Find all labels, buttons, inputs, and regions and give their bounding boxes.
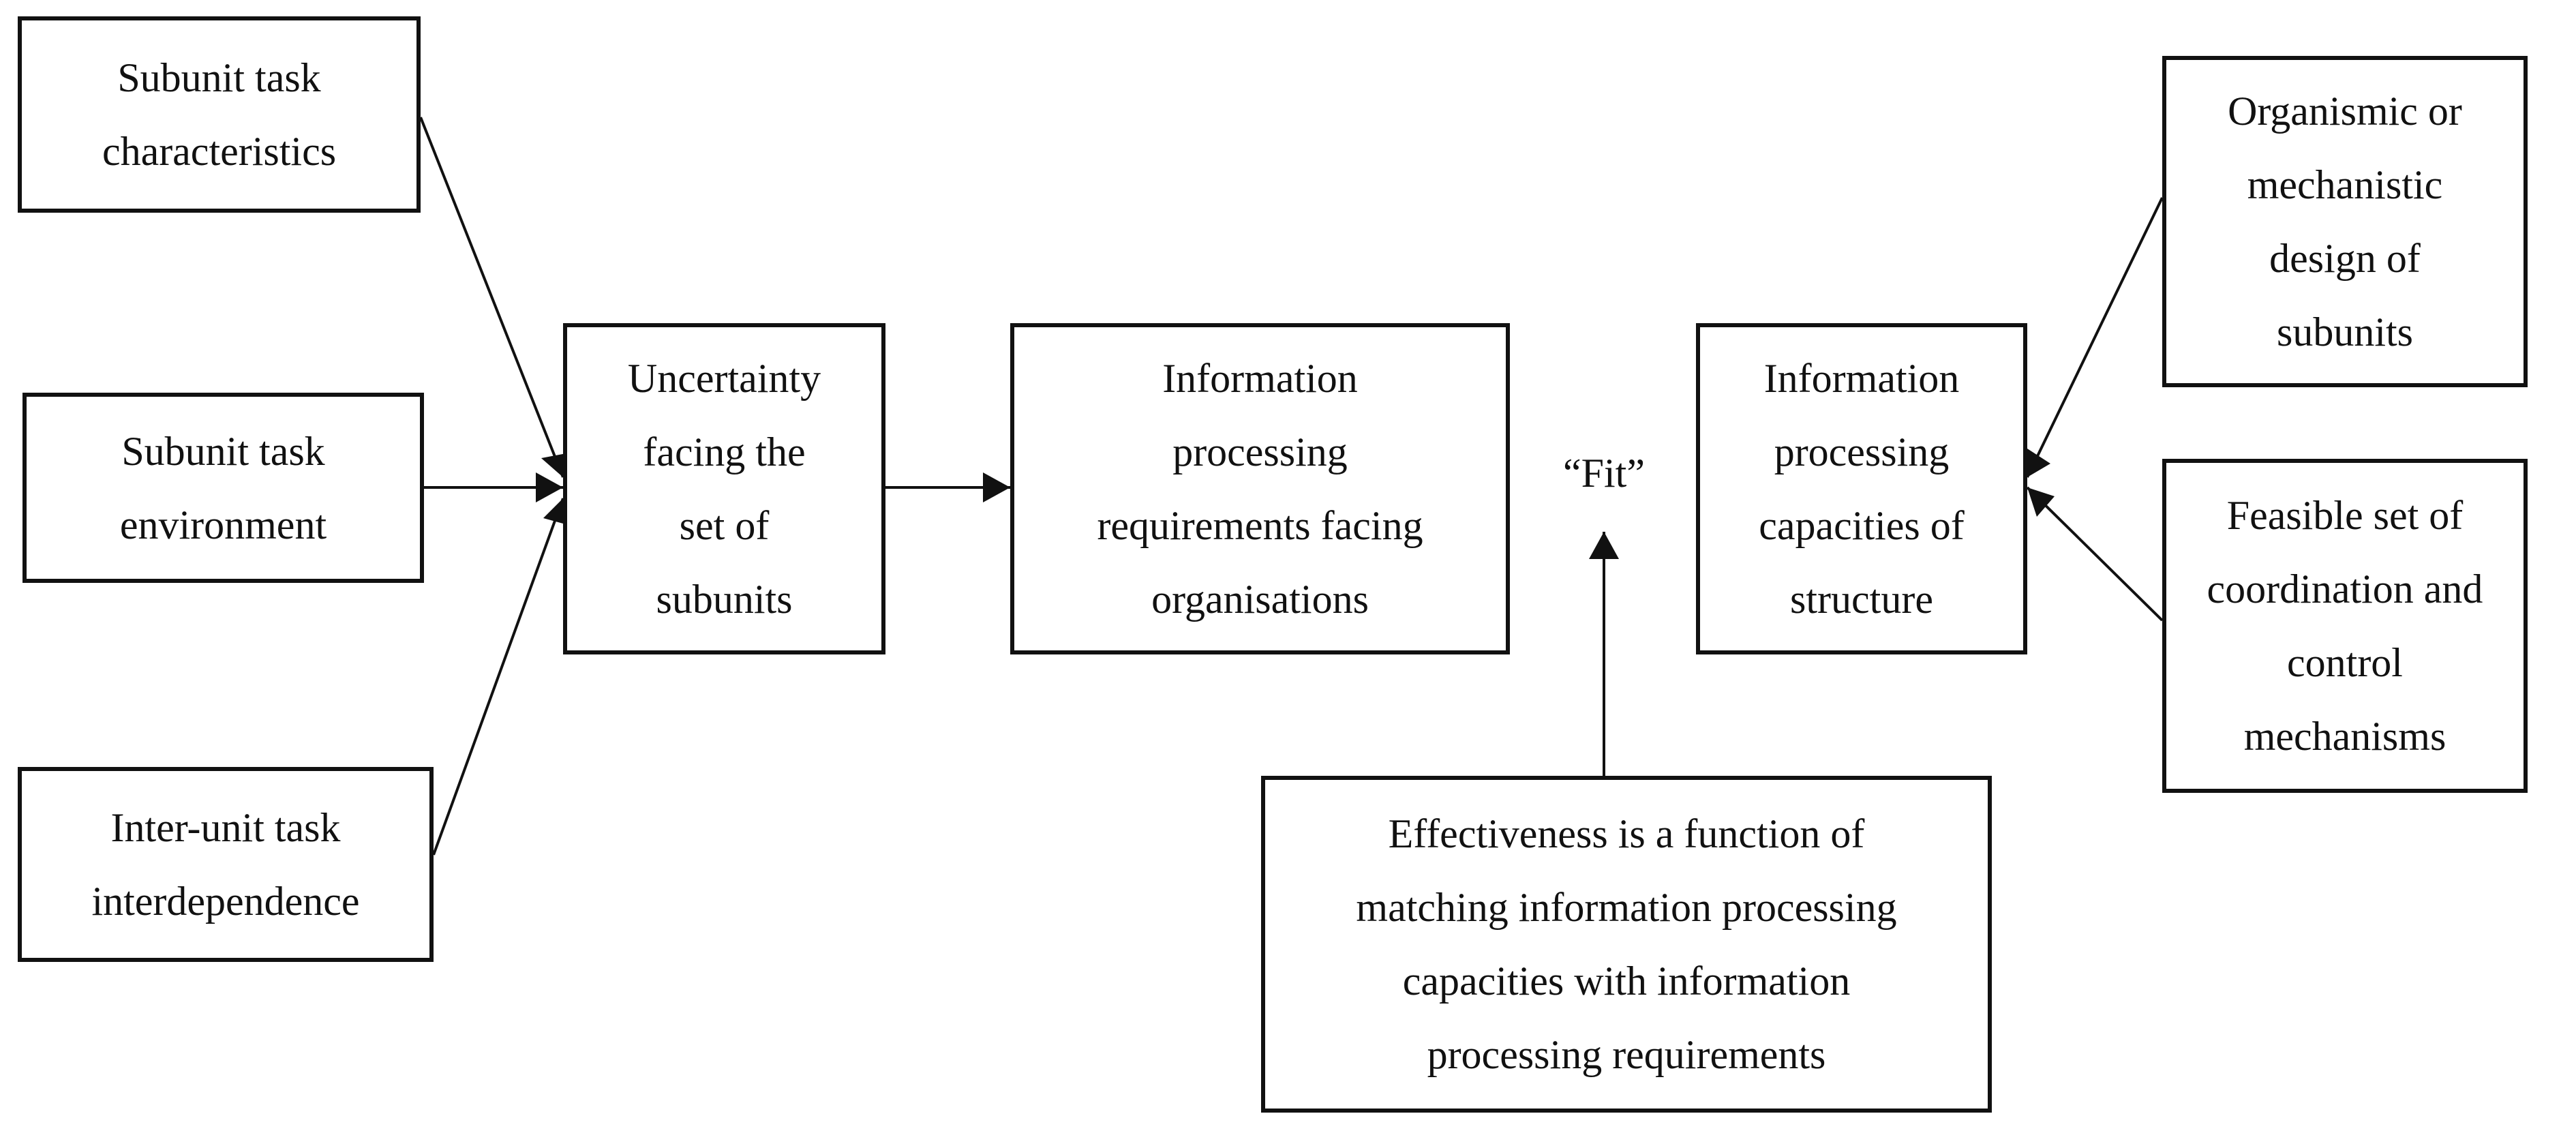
subunit-task-characteristics-box: Subunit task characteristics — [18, 16, 421, 213]
uncertainty-box: Uncertainty facing the set of subunits — [563, 323, 885, 654]
arrowhead-environment — [536, 472, 563, 502]
arrow-interdependence-to-uncertainty — [432, 498, 564, 856]
box-text-line: mechanistic — [2247, 162, 2443, 207]
information-processing-capacities-box: Information processing capacities of str… — [1696, 323, 2027, 654]
box-text-line: design of — [2269, 236, 2421, 281]
arrowhead-requirements — [983, 472, 1010, 502]
box-text-line: facing the — [643, 429, 806, 474]
box-text-line: matching information processing — [1356, 885, 1897, 930]
box-text-line: Information — [1763, 356, 1960, 401]
box-text-line: Inter-unit task — [110, 805, 341, 850]
effectiveness-box: Effectiveness is a function of matching … — [1261, 776, 1992, 1113]
box-text-line: Subunit task — [121, 428, 325, 474]
box-text-line: processing requirements — [1427, 1032, 1826, 1077]
box-text-line: Uncertainty — [627, 356, 821, 401]
box-text-line: subunits — [656, 577, 793, 622]
box-text-line: processing — [1172, 429, 1348, 474]
box-text-line: organisations — [1151, 577, 1369, 622]
box-text-line: structure — [1790, 577, 1933, 622]
box-text-line: characteristics — [102, 129, 337, 174]
organismic-or-mechanistic-box: Organismic or mechanistic design of subu… — [2162, 56, 2528, 387]
feasible-set-box: Feasible set of coordination and control… — [2162, 459, 2528, 793]
subunit-task-environment-box: Subunit task environment — [22, 393, 424, 583]
box-text-line: set of — [679, 503, 770, 548]
arrow-characteristics-to-uncertainty — [419, 117, 564, 478]
box-text-line: Information — [1162, 356, 1358, 401]
box-text-line: requirements facing — [1097, 503, 1423, 548]
box-text-line: control — [2287, 640, 2403, 685]
box-text-line: Organismic or — [2228, 89, 2462, 134]
box-text-line: Subunit task — [117, 55, 321, 100]
arrowhead-feasible — [2027, 487, 2055, 517]
box-text-line: capacities of — [1759, 503, 1965, 548]
box-text-line: mechanisms — [2243, 714, 2446, 759]
box-text-line: Feasible set of — [2226, 493, 2464, 538]
box-text-line: subunits — [2276, 310, 2414, 355]
arrowhead-fit — [1589, 532, 1619, 559]
box-text-line: environment — [119, 502, 327, 547]
inter-unit-task-interdependence-box: Inter-unit task interdependence — [18, 767, 434, 962]
box-text-line: capacities with information — [1402, 959, 1851, 1004]
arrowhead-organismic — [2027, 449, 2050, 477]
arrow-organismic-to-capacities — [2026, 197, 2164, 478]
box-text-line: coordination and — [2207, 567, 2483, 612]
arrow-feasible-to-capacities — [2026, 486, 2164, 622]
box-text-line: interdependence — [91, 879, 360, 924]
fit-label: “Fit” — [1563, 451, 1645, 496]
box-text-line: Effectiveness is a function of — [1388, 811, 1865, 856]
box-text-line: processing — [1774, 429, 1950, 474]
information-processing-requirements-box: Information processing requirements faci… — [1010, 323, 1510, 654]
